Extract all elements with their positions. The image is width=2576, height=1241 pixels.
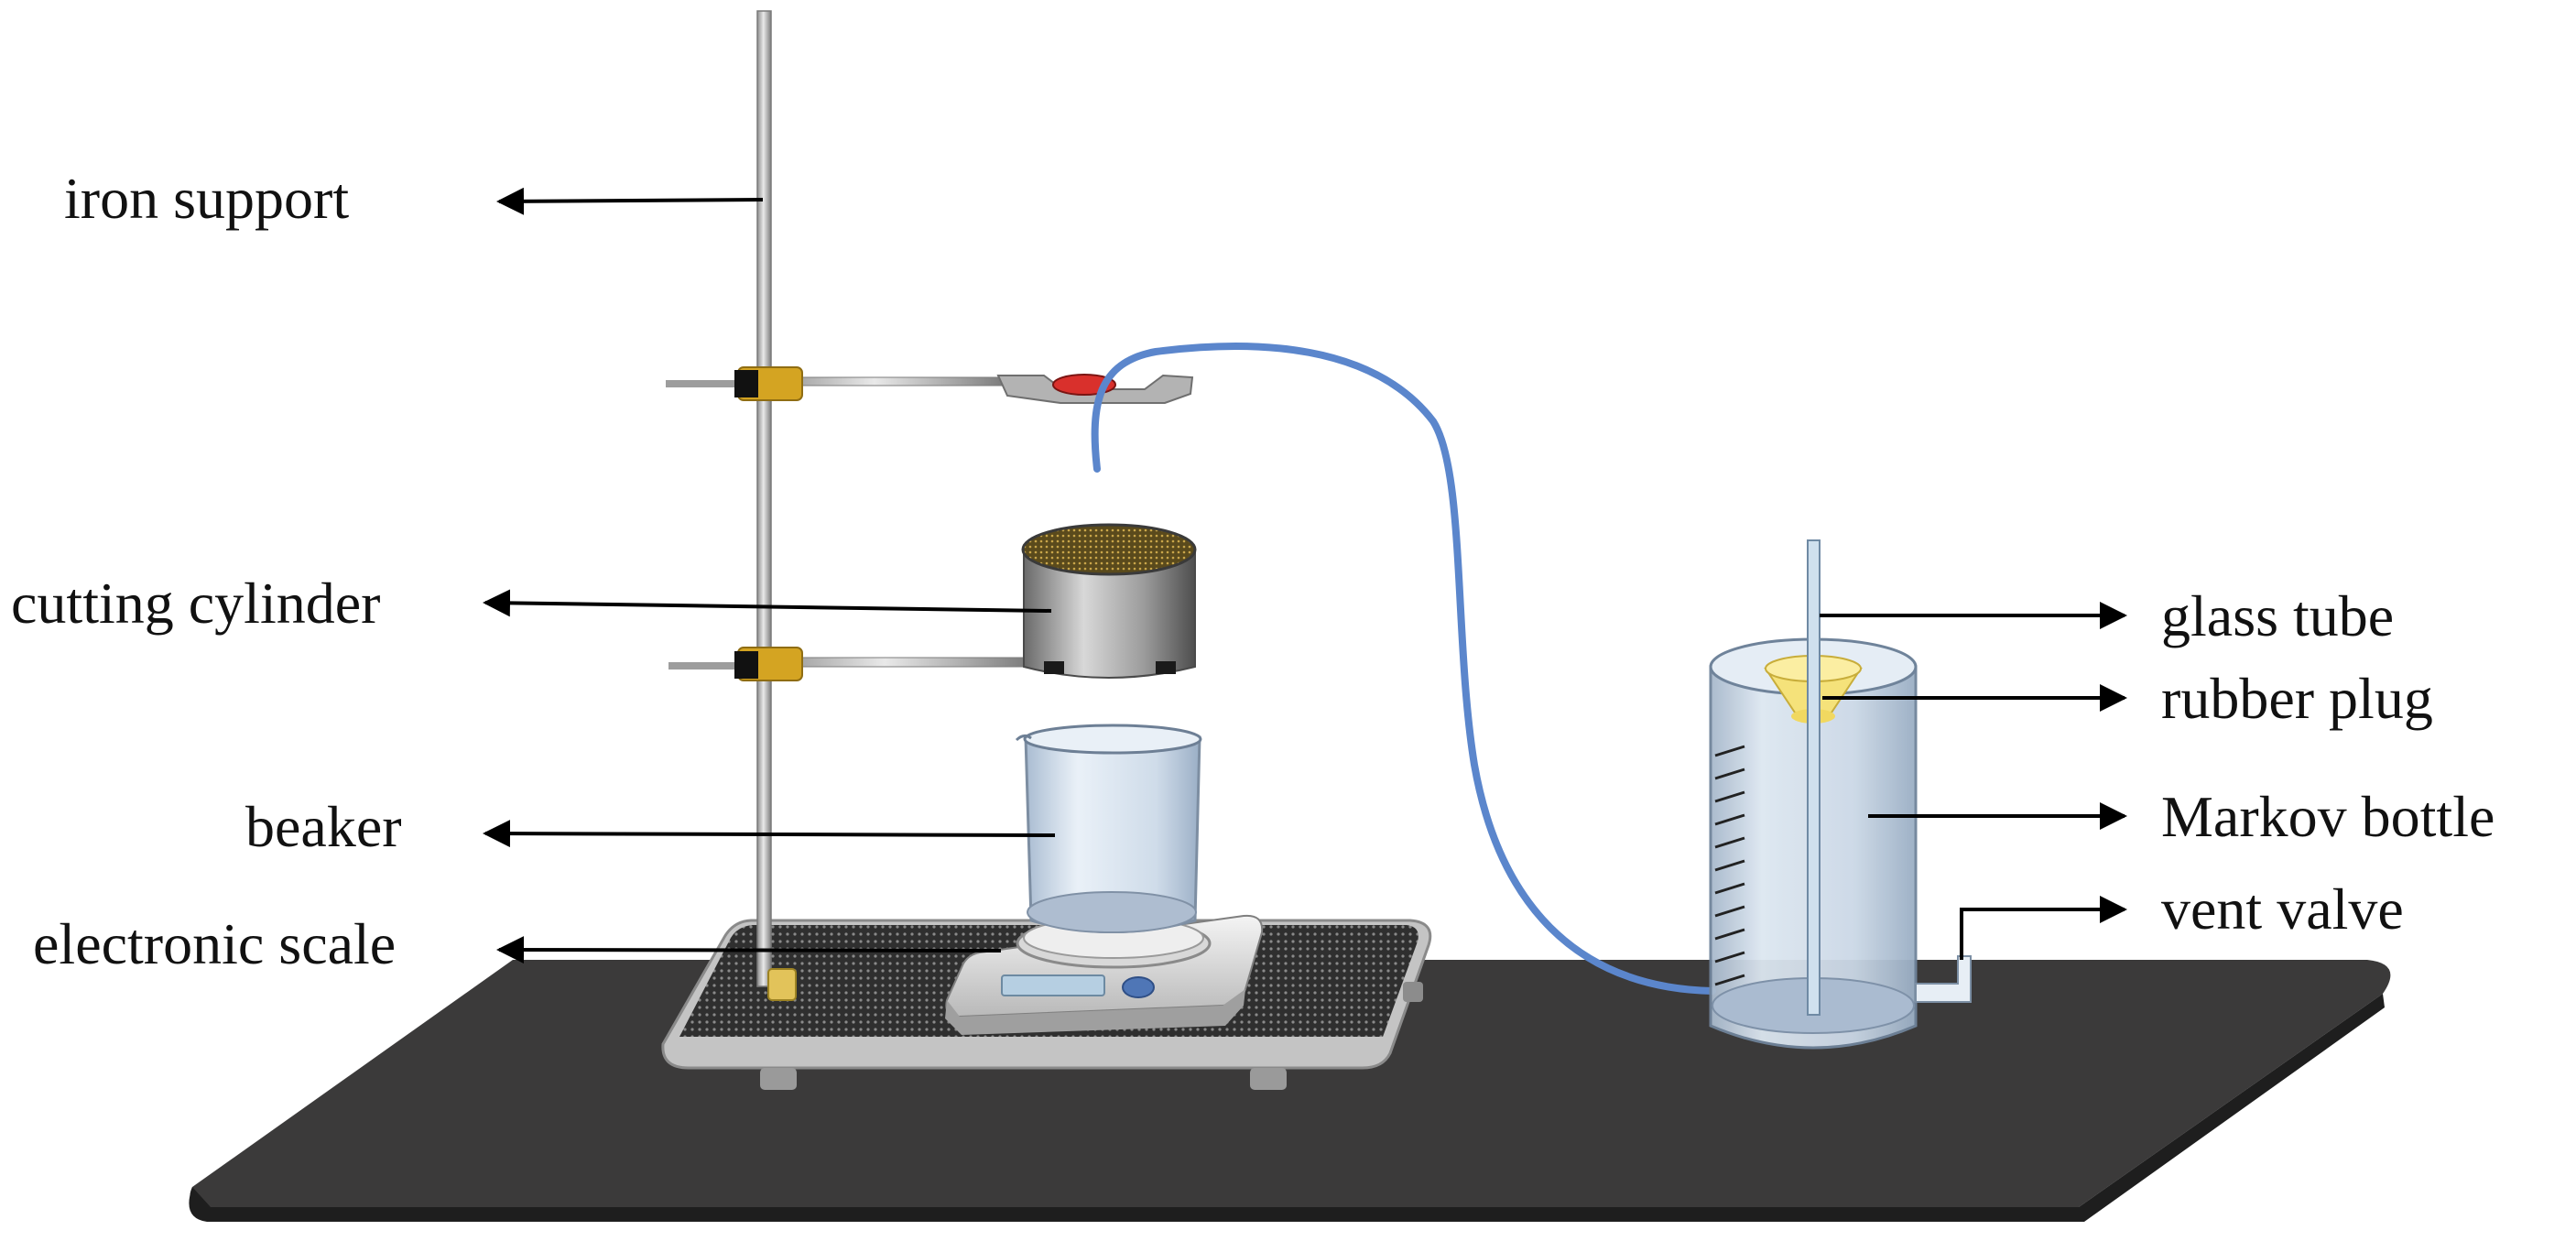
scale-button [1122, 976, 1155, 998]
label-markov-bottle: Markov bottle [2161, 784, 2494, 849]
scale-display [1001, 974, 1105, 996]
lower-clamp [668, 647, 1027, 681]
electronic-scale [945, 914, 1264, 1035]
scale-marks [1714, 745, 1745, 986]
label-rubber-plug: rubber plug [2161, 666, 2433, 731]
label-beaker: beaker [245, 794, 402, 859]
foot-back [1403, 982, 1423, 1002]
blue-tube [1091, 343, 1716, 995]
iron-support-rod [756, 10, 797, 1001]
labels: iron support cutting cylinder beaker ele… [11, 166, 2494, 976]
label-glass-tube: glass tube [2161, 583, 2394, 648]
glass-tube [1807, 539, 1821, 1016]
vent-valve [1915, 955, 1972, 1003]
label-vent-valve: vent valve [2161, 876, 2404, 942]
label-iron-support: iron support [64, 166, 349, 231]
foot-right [1250, 1068, 1287, 1090]
rod-base-collar [767, 968, 797, 1001]
markov-bottle [1709, 539, 1972, 1050]
label-cutting-cylinder: cutting cylinder [11, 571, 380, 636]
beaker [1015, 724, 1202, 933]
label-electronic-scale: electronic scale [33, 911, 396, 976]
leader-lines [483, 187, 2127, 964]
foot-left [760, 1068, 797, 1090]
cutting-cylinder [1021, 523, 1197, 679]
